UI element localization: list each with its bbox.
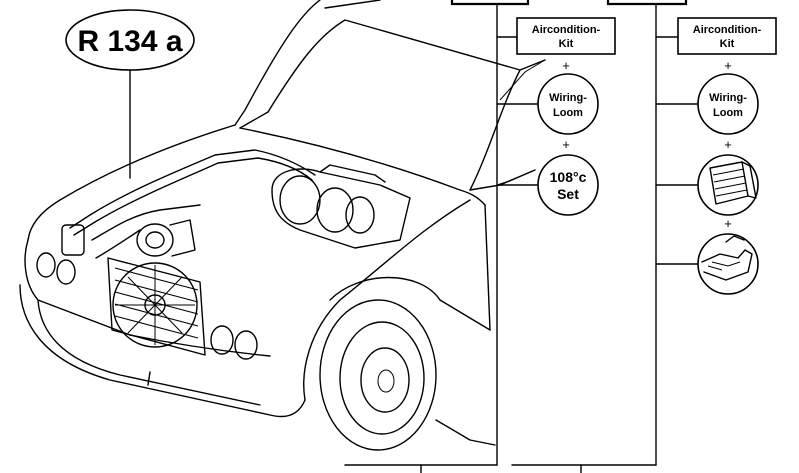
aircondition-kit-box: [677, 17, 777, 55]
refrigerant-badge: R 134 a: [65, 9, 195, 179]
wiring-loom-line2: Loom: [553, 107, 583, 119]
thermostat-set-circle: [537, 154, 599, 216]
ac-components: [61, 149, 411, 356]
wiring-loom-line2: Loom: [713, 107, 743, 119]
kit-label-line2: Kit: [559, 38, 574, 50]
header-box-partial: [606, 0, 688, 6]
wiring-loom-circle: [537, 73, 599, 135]
kit-label-line2: Kit: [720, 38, 735, 50]
kit-label-line1: Aircondition-: [693, 24, 762, 36]
thermostat-set-line2: Set: [557, 186, 579, 202]
plus-sign: +: [724, 137, 732, 152]
plus-sign: +: [562, 58, 570, 73]
bracket-part-icon: [697, 233, 759, 295]
plus-sign: +: [724, 58, 732, 73]
thermostat-set-line1: 108°c: [550, 169, 587, 185]
kit-column-2: Aircondition- Kit + Wiring- Loom + +: [511, 0, 777, 473]
kit-label-line1: Aircondition-: [532, 24, 601, 36]
condenser-part-icon: [697, 154, 759, 216]
car-illustration: [19, 0, 546, 451]
aircondition-kit-box: [516, 17, 616, 55]
wiring-loom-line1: Wiring-: [549, 92, 587, 104]
header-box-partial: [450, 0, 530, 6]
wiring-loom-circle: [697, 73, 759, 135]
kit-column-1: Aircondition- Kit + Wiring- Loom + 108°c…: [344, 0, 616, 473]
plus-sign: +: [562, 137, 570, 152]
plus-sign: +: [724, 216, 732, 231]
wiring-loom-line1: Wiring-: [709, 92, 747, 104]
badge-text: R 134 a: [77, 25, 182, 58]
